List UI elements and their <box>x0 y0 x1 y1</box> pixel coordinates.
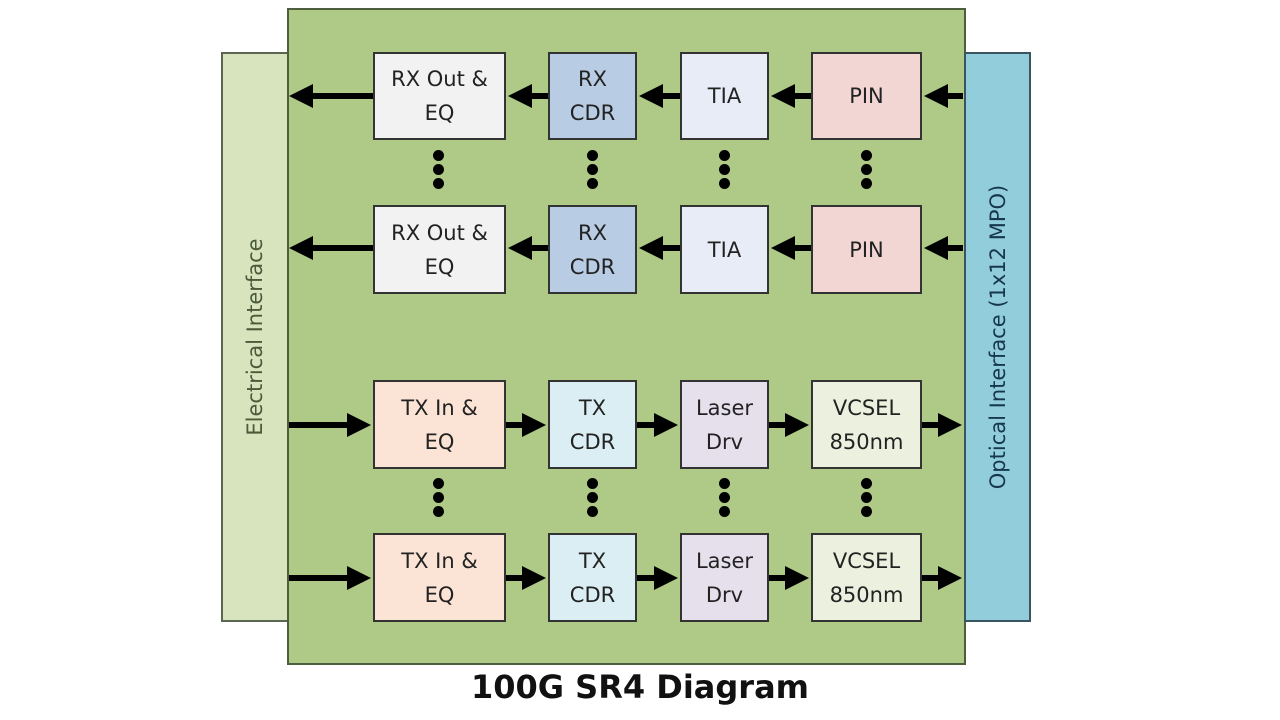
tia-block-lane-1: TIA <box>680 52 769 140</box>
tx-in-eq-block-lane-1: TX In & EQ <box>373 380 506 469</box>
rx-arrow-lane-n-out-to-electrical-head <box>289 236 313 260</box>
laser-driver-block-lane-n: Laser Drv <box>680 533 769 622</box>
rx-arrow-lane-n-cdr-to-out-head <box>508 236 532 260</box>
tx-arrow-lane-n-driver-to-vcsel-head <box>785 566 809 590</box>
tx-lane-ellipsis <box>587 478 598 520</box>
optical-interface-panel: Optical Interface (1x12 MPO) <box>964 52 1031 622</box>
tx-lane-ellipsis <box>861 478 872 520</box>
tia-block-lane-n: TIA <box>680 205 769 294</box>
vcsel-block-lane-1: VCSEL 850nm <box>811 380 922 469</box>
rx-cdr-block-lane-1: RX CDR <box>548 52 637 140</box>
rx-out-eq-block-lane-1: RX Out & EQ <box>373 52 506 140</box>
tx-arrow-lane-1-in-to-cdr-head <box>522 413 546 437</box>
tx-arrow-lane-1-cdr-to-driver-head <box>654 413 678 437</box>
rx-lane-ellipsis <box>587 150 598 192</box>
rx-arrow-lane-n-pin-to-tia-head <box>771 236 795 260</box>
rx-arrow-lane-1-out-to-electrical-head <box>289 84 313 108</box>
tx-in-eq-block-lane-n: TX In & EQ <box>373 533 506 622</box>
diagram-title: 100G SR4 Diagram <box>470 668 810 706</box>
tx-arrow-lane-1-vcsel-to-optical-head <box>938 413 962 437</box>
tx-arrow-lane-n-in-to-cdr-head <box>522 566 546 590</box>
rx-arrow-lane-1-cdr-to-out-head <box>508 84 532 108</box>
tx-arrow-lane-n-cdr-to-driver-head <box>654 566 678 590</box>
rx-lane-ellipsis <box>861 150 872 192</box>
rx-cdr-block-lane-n: RX CDR <box>548 205 637 294</box>
rx-out-eq-block-lane-n: RX Out & EQ <box>373 205 506 294</box>
rx-arrow-lane-1-optical-to-pin-head <box>924 84 948 108</box>
tx-arrow-lane-n-vcsel-to-optical-head <box>938 566 962 590</box>
electrical-interface-panel: Electrical Interface <box>221 52 289 622</box>
rx-arrow-lane-n-tia-to-cdr-head <box>639 236 663 260</box>
tx-arrow-lane-1-driver-to-vcsel-head <box>785 413 809 437</box>
vcsel-block-lane-n: VCSEL 850nm <box>811 533 922 622</box>
rx-lane-ellipsis <box>719 150 730 192</box>
tx-lane-ellipsis <box>433 478 444 520</box>
rx-arrow-lane-1-pin-to-tia-head <box>771 84 795 108</box>
rx-arrow-lane-1-tia-to-cdr-head <box>639 84 663 108</box>
laser-driver-block-lane-1: Laser Drv <box>680 380 769 469</box>
tx-cdr-block-lane-n: TX CDR <box>548 533 637 622</box>
pin-block-lane-n: PIN <box>811 205 922 294</box>
rx-arrow-lane-n-optical-to-pin-head <box>924 236 948 260</box>
rx-lane-ellipsis <box>433 150 444 192</box>
tx-lane-ellipsis <box>719 478 730 520</box>
tx-arrow-lane-n-electrical-to-in-head <box>347 566 371 590</box>
tx-arrow-lane-1-electrical-to-in-head <box>347 413 371 437</box>
pin-block-lane-1: PIN <box>811 52 922 140</box>
tx-cdr-block-lane-1: TX CDR <box>548 380 637 469</box>
